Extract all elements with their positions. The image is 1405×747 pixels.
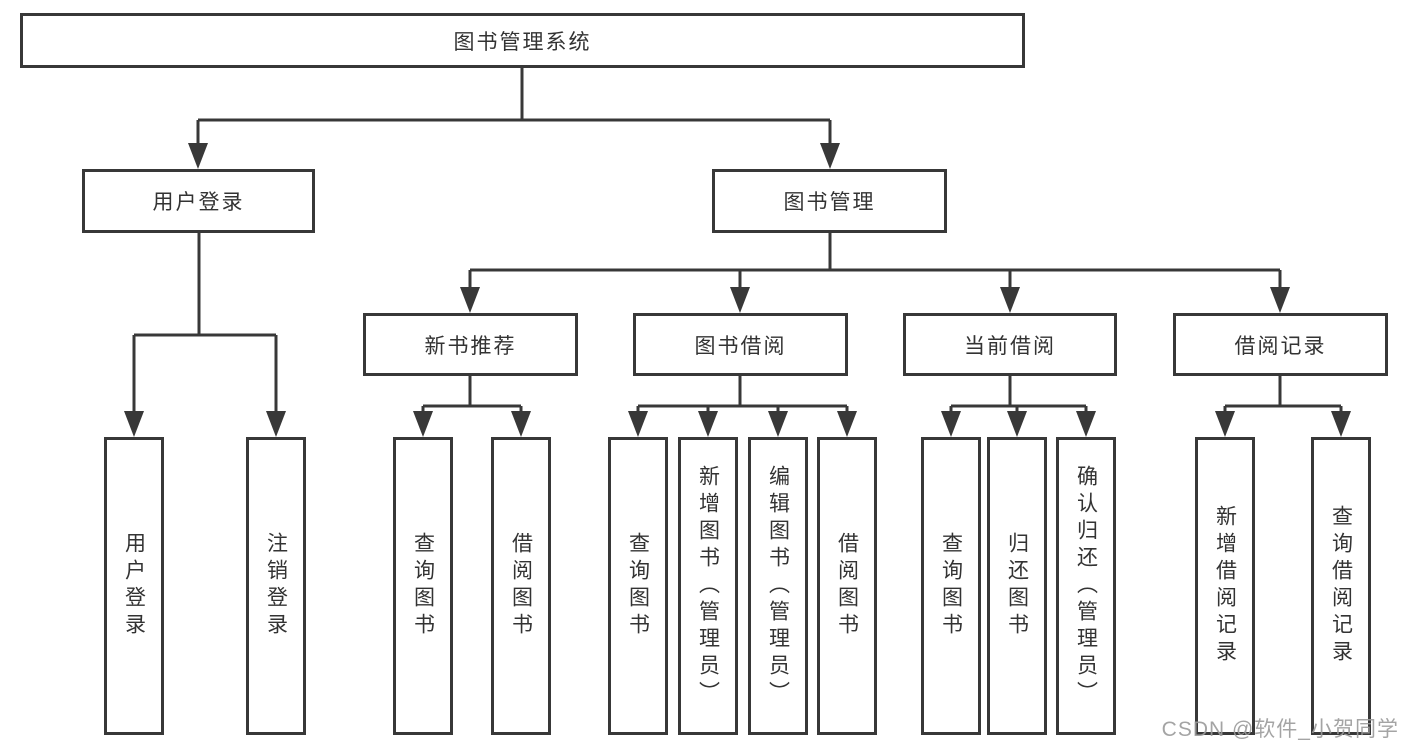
node-new-book-recommend: 新书推荐	[363, 313, 578, 376]
leaf-logout: 注销登录	[246, 437, 306, 735]
leaf-confirm-return-admin: 确认归还（管理员）	[1056, 437, 1116, 735]
leaf-user-login: 用户登录	[104, 437, 164, 735]
branch-new-book	[413, 376, 531, 437]
leaf-add-books-admin: 新增图书（管理员）	[678, 437, 738, 735]
node-user-login: 用户登录	[82, 169, 315, 233]
leaf-query-borrow-record: 查询借阅记录	[1311, 437, 1371, 735]
leaf-query-books-borrow: 查询图书	[608, 437, 668, 735]
node-current-borrow: 当前借阅	[903, 313, 1117, 376]
branch-current-borrow	[941, 376, 1096, 437]
branch-user-login	[124, 233, 286, 437]
branch-borrow-records	[1215, 376, 1351, 437]
node-borrow-records: 借阅记录	[1173, 313, 1388, 376]
branch-book-management	[460, 233, 1290, 313]
leaf-query-books-current: 查询图书	[921, 437, 981, 735]
branch-root	[188, 68, 840, 169]
leaf-edit-books-admin: 编辑图书（管理员）	[748, 437, 808, 735]
leaf-borrow-books-recommend: 借阅图书	[491, 437, 551, 735]
leaf-query-books-recommend: 查询图书	[393, 437, 453, 735]
node-book-borrow: 图书借阅	[633, 313, 848, 376]
leaf-borrow-books: 借阅图书	[817, 437, 877, 735]
leaf-return-books: 归还图书	[987, 437, 1047, 735]
leaf-add-borrow-record: 新增借阅记录	[1195, 437, 1255, 735]
node-root-system: 图书管理系统	[20, 13, 1025, 68]
node-book-management: 图书管理	[712, 169, 947, 233]
branch-book-borrow	[628, 376, 857, 437]
